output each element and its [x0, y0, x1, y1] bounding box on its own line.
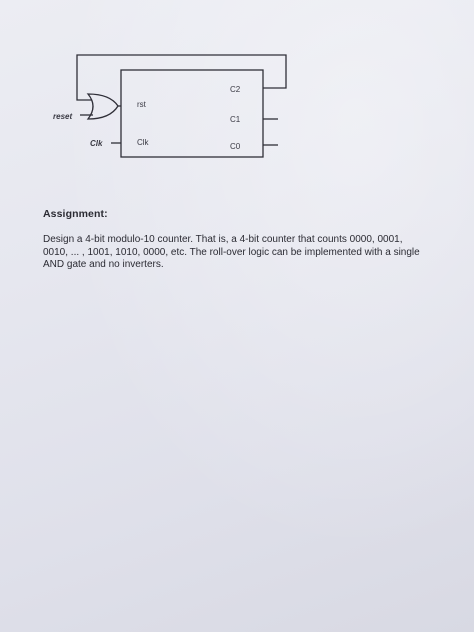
assignment-line: AND gate and no inverters.: [43, 259, 164, 271]
assignment-line: 0010, ... , 1001, 1010, 0000, etc. The r…: [43, 246, 420, 258]
c0-output-label: C0: [230, 142, 241, 151]
clk-port-label: Clk: [137, 138, 150, 147]
rst-port-label: rst: [137, 100, 147, 109]
counter-circuit-diagram: reset Clk rst Clk C2 C1 C0: [53, 54, 287, 158]
c1-output-label: C1: [230, 115, 241, 124]
counter-block: [120, 69, 264, 158]
assignment-section: Assignment: Design a 4-bit modulo-10 cou…: [43, 208, 443, 272]
feedback-wire: [76, 54, 287, 101]
clk-input-label: Clk: [90, 139, 103, 148]
or-gate: [86, 93, 119, 120]
assignment-body: Design a 4-bit modulo-10 counter. That i…: [43, 234, 443, 272]
reset-label: reset: [53, 112, 72, 121]
assignment-line: Design a 4-bit modulo-10 counter. That i…: [43, 234, 403, 245]
c2-output-label: C2: [230, 85, 241, 94]
assignment-heading: Assignment:: [43, 208, 108, 220]
